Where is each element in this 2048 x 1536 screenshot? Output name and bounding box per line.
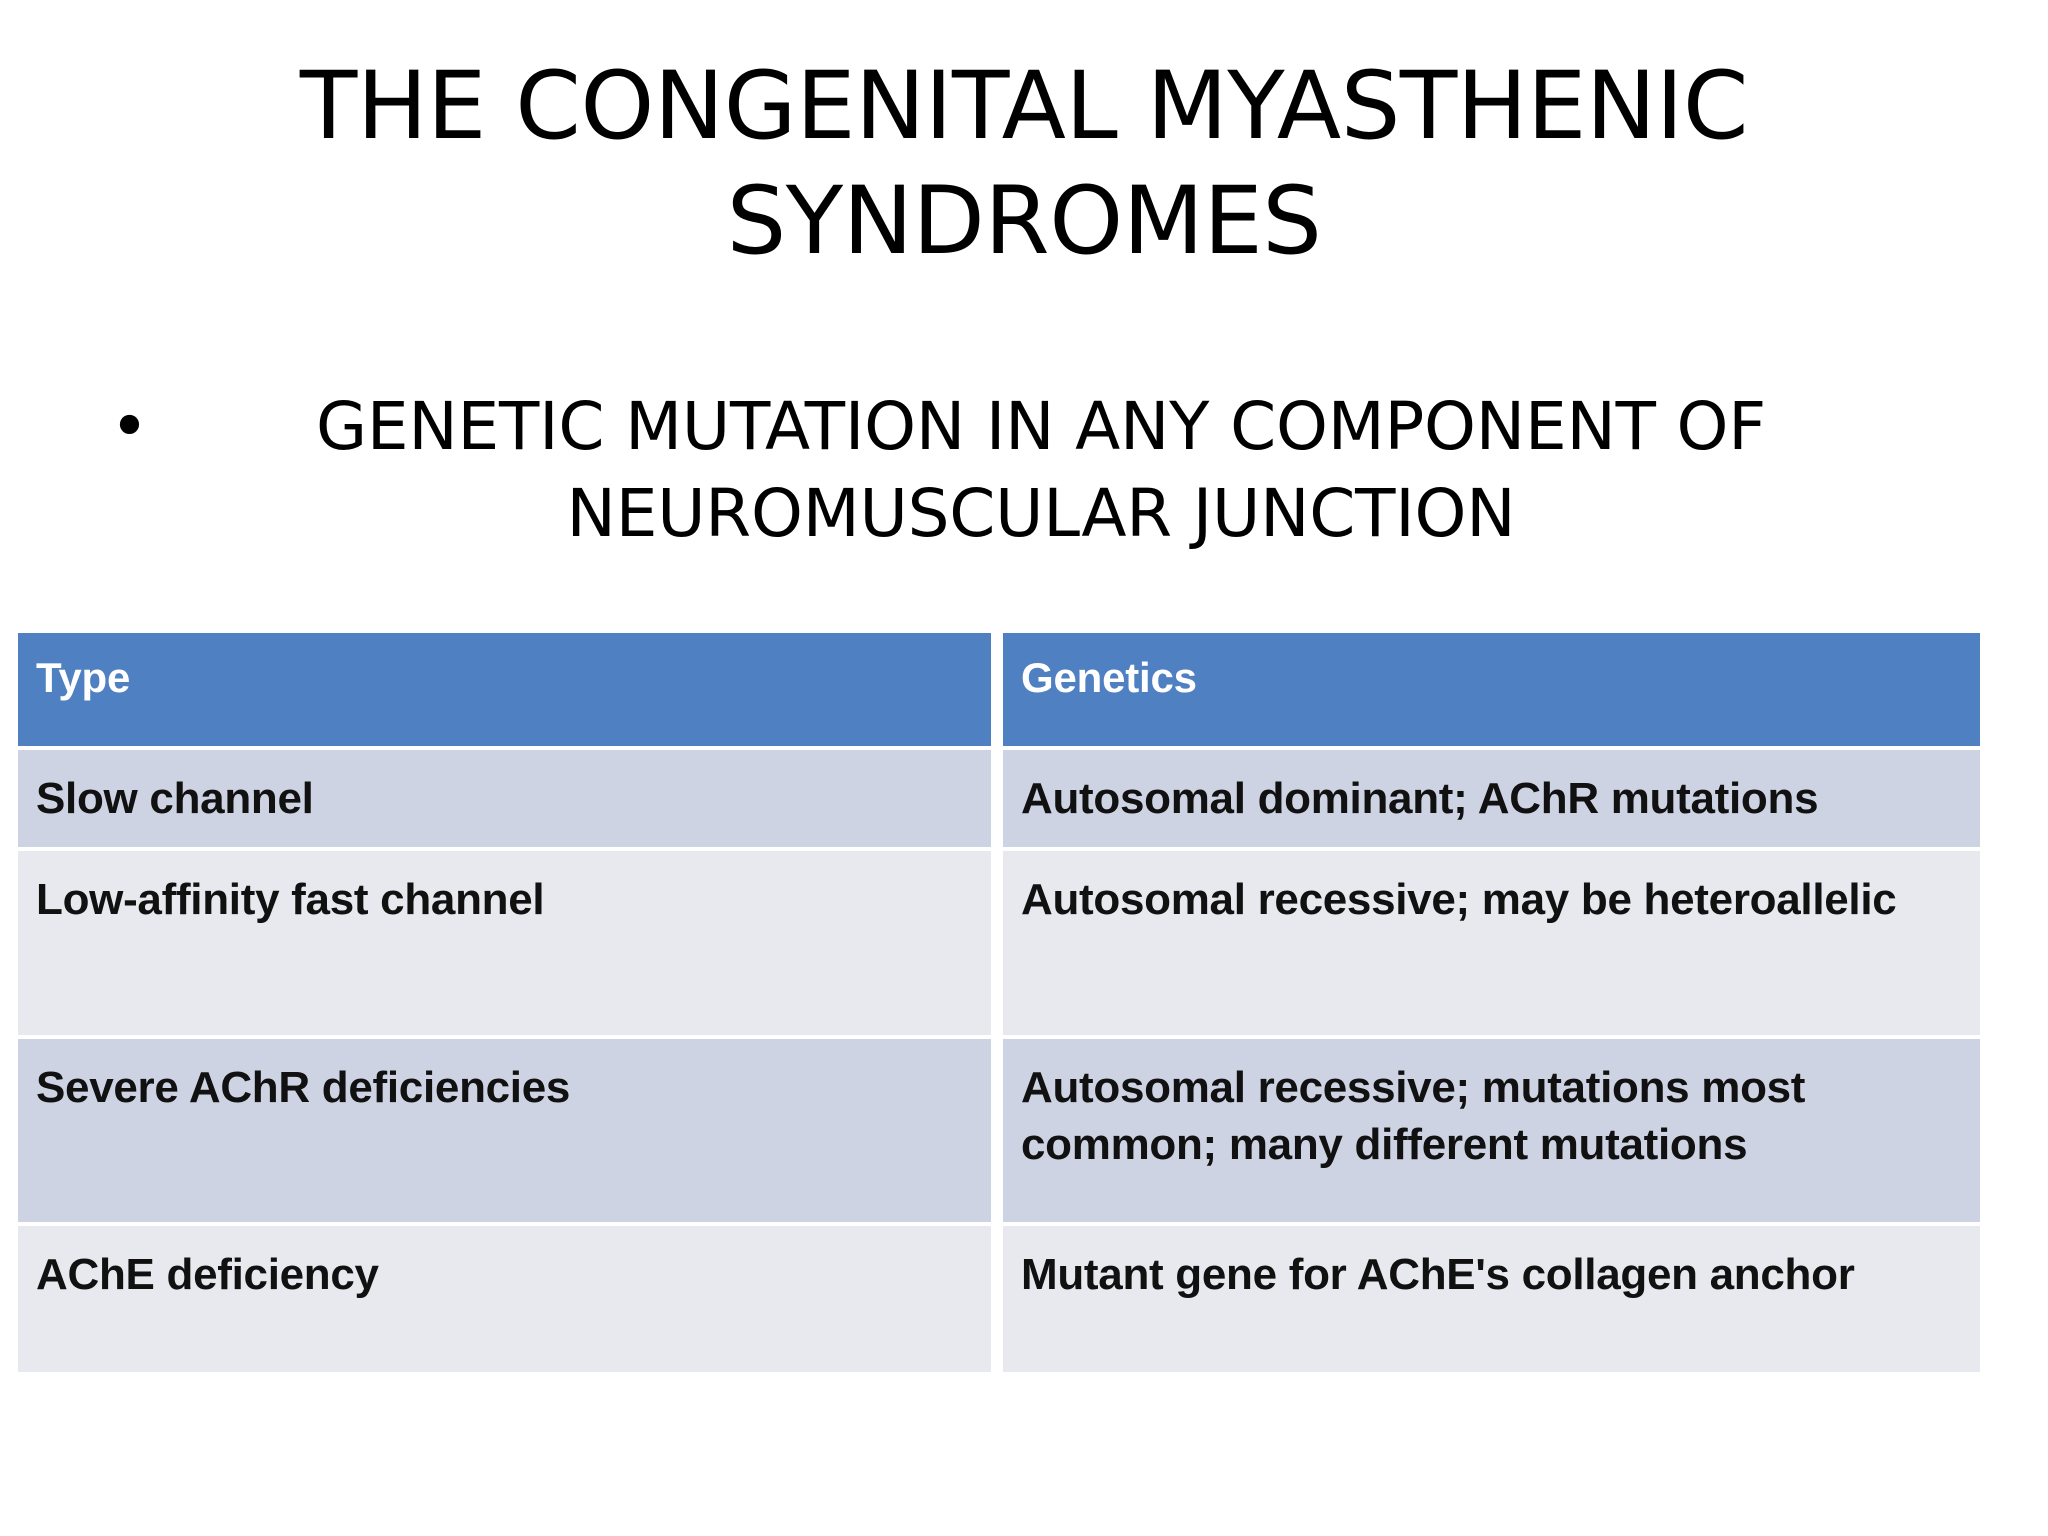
cell-genetics: Mutant gene for AChE's collagen anchor	[1003, 1226, 1980, 1373]
table-row: Low-affinity fast channel Autosomal rece…	[18, 851, 1980, 1040]
cell-type: Severe AChR deficiencies	[18, 1039, 1003, 1227]
table-row: AChE deficiency Mutant gene for AChE's c…	[18, 1226, 1980, 1373]
page-title: THE CONGENITAL MYASTHENIC SYNDROMES	[299, 52, 1749, 276]
column-header-genetics: Genetics	[1003, 633, 1980, 750]
list-item: • GENETIC MUTATION IN ANY COMPONENT OF N…	[110, 383, 1950, 557]
cell-type: Low-affinity fast channel	[18, 851, 1003, 1040]
table-header-row: Type Genetics	[18, 633, 1980, 750]
bullet-list: • GENETIC MUTATION IN ANY COMPONENT OF N…	[110, 383, 1950, 557]
column-header-type: Type	[18, 633, 1003, 750]
cell-type: Slow channel	[18, 750, 1003, 852]
cms-types-table: Type Genetics Slow channel Autosomal dom…	[18, 633, 1980, 1373]
table-body: Slow channel Autosomal dominant; AChR mu…	[18, 750, 1980, 1373]
bullet-marker-icon: •	[110, 388, 149, 465]
cell-type: AChE deficiency	[18, 1226, 1003, 1373]
table-row: Severe AChR deficiencies Autosomal reces…	[18, 1039, 1980, 1227]
cell-genetics: Autosomal dominant; AChR mutations	[1003, 750, 1980, 852]
bullet-item-label: GENETIC MUTATION IN ANY COMPONENT OF NEU…	[315, 388, 1767, 553]
cell-genetics: Autosomal recessive; may be heteroalleli…	[1003, 851, 1980, 1040]
table-row: Slow channel Autosomal dominant; AChR mu…	[18, 750, 1980, 852]
cell-genetics: Autosomal recessive; mutations most comm…	[1003, 1039, 1980, 1227]
table-header: Type Genetics	[18, 633, 1980, 750]
